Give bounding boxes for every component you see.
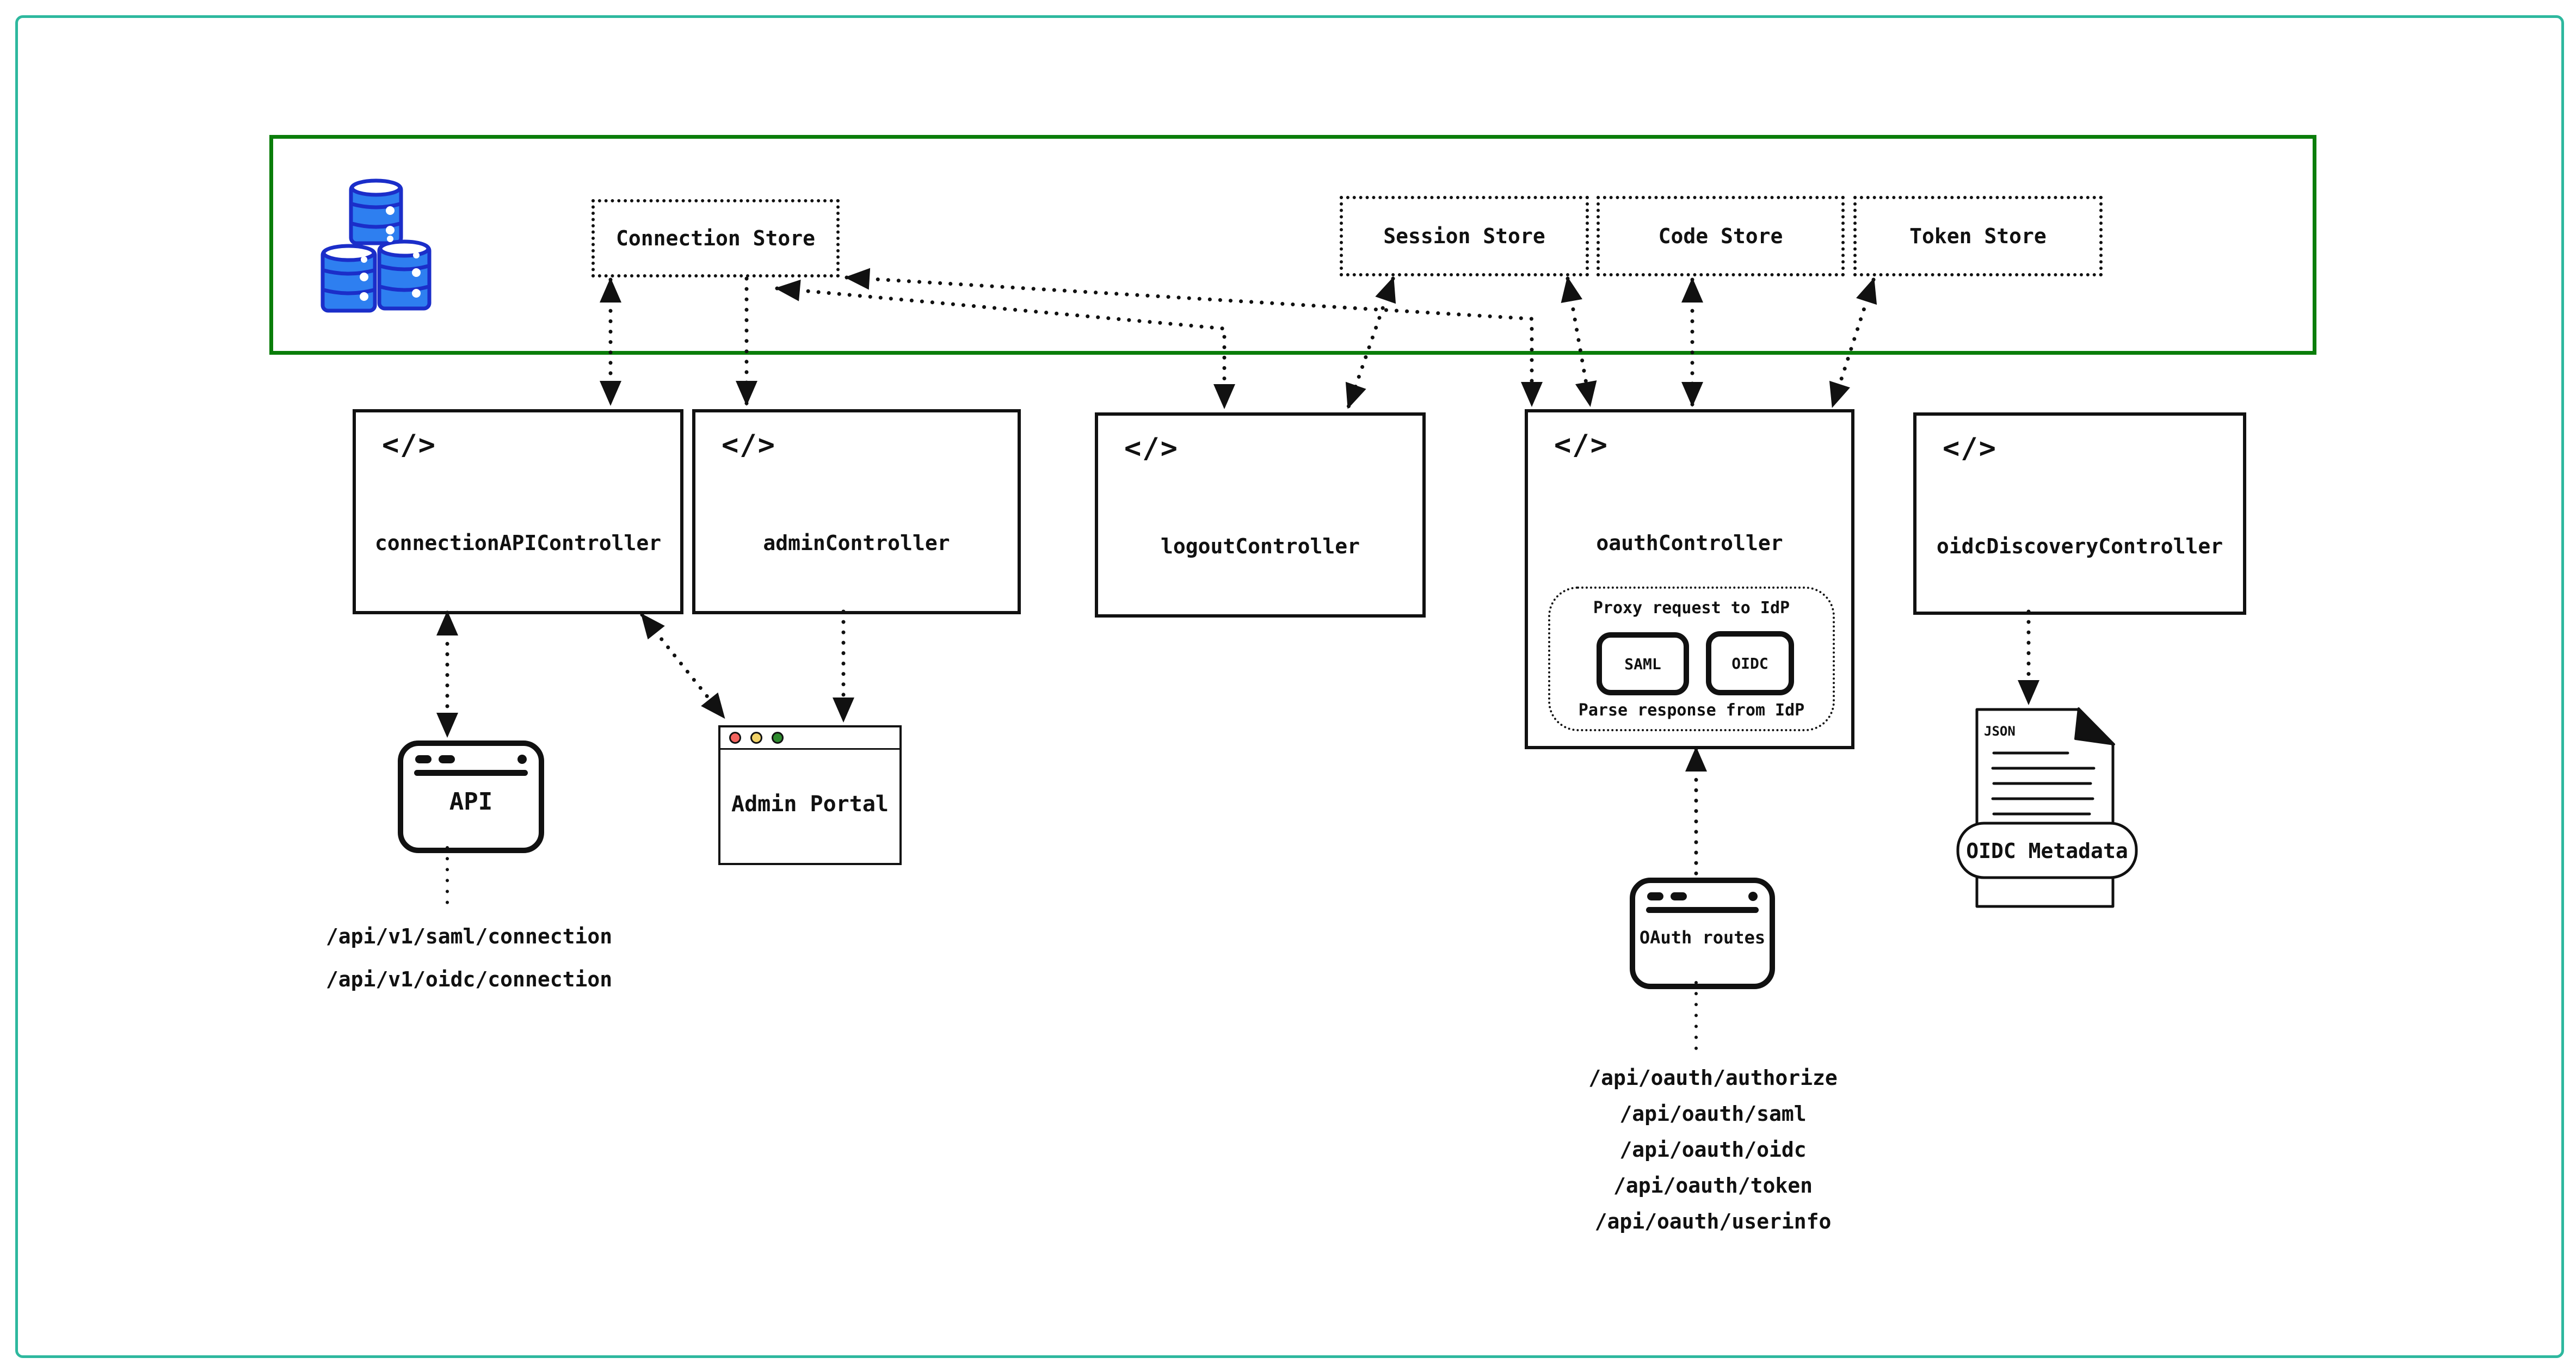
connection-api-endpoints: /api/v1/saml/connection /api/v1/oidc/con… bbox=[306, 915, 632, 1001]
controller-label: oidcDiscoveryController bbox=[1936, 534, 2223, 558]
endpoint-path: /api/oauth/userinfo bbox=[1594, 1209, 1832, 1233]
endpoint-path: /api/oauth/token bbox=[1613, 1174, 1813, 1198]
outer-frame bbox=[15, 15, 2564, 1358]
code-icon: </> bbox=[1554, 429, 1609, 461]
code-icon: </> bbox=[1124, 432, 1179, 465]
window-titlebar bbox=[720, 727, 899, 750]
browser-titlebar bbox=[1647, 892, 1758, 901]
close-icon bbox=[729, 732, 741, 744]
token-store-label: Token Store bbox=[1909, 224, 2047, 248]
endpoint-path: /api/oauth/saml bbox=[1619, 1102, 1807, 1126]
idp-proxy-box: Proxy request to IdP SAML OIDC Parse res… bbox=[1548, 587, 1835, 731]
code-icon: </> bbox=[1943, 432, 1997, 465]
oidc-label: OIDC bbox=[1731, 654, 1768, 672]
code-icon: </> bbox=[722, 429, 776, 461]
admin-portal-window: Admin Portal bbox=[718, 725, 902, 865]
endpoint-path: /api/oauth/authorize bbox=[1588, 1066, 1838, 1090]
parse-response-label: Parse response from IdP bbox=[1578, 701, 1805, 720]
controller-label: adminController bbox=[763, 531, 950, 555]
browser-toolbar bbox=[1646, 907, 1759, 913]
titlebar-dot-icon bbox=[1748, 892, 1758, 901]
oauth-controller: </> oauthController Proxy request to IdP… bbox=[1525, 409, 1854, 749]
titlebar-pill-icon bbox=[439, 755, 455, 763]
oidc-discovery-controller: </> oidcDiscoveryController bbox=[1913, 412, 2246, 615]
token-store: Token Store bbox=[1853, 196, 2103, 276]
maximize-icon bbox=[772, 732, 784, 744]
connection-store: Connection Store bbox=[591, 199, 840, 277]
admin-controller: </> adminController bbox=[692, 409, 1021, 614]
database-icon bbox=[321, 178, 432, 313]
code-store-label: Code Store bbox=[1658, 224, 1783, 248]
code-store: Code Store bbox=[1597, 196, 1845, 276]
browser-toolbar bbox=[414, 770, 528, 776]
saml-label: SAML bbox=[1624, 655, 1661, 673]
titlebar-pill-icon bbox=[1671, 892, 1687, 900]
json-file-type-label: JSON bbox=[1984, 724, 2016, 739]
controller-label: connectionAPIController bbox=[374, 531, 662, 555]
oidc-metadata-label: OIDC Metadata bbox=[1966, 839, 2128, 863]
endpoint-path: /api/v1/saml/connection bbox=[325, 924, 613, 948]
endpoint-path: /api/v1/oidc/connection bbox=[325, 967, 613, 991]
connection-store-label: Connection Store bbox=[615, 226, 816, 250]
controller-label: logoutController bbox=[1160, 534, 1360, 558]
session-store-label: Session Store bbox=[1383, 224, 1545, 248]
json-document-icon: JSON OIDC Metadata bbox=[1956, 707, 2138, 908]
oauth-endpoints: /api/oauth/authorize /api/oauth/saml /ap… bbox=[1550, 1060, 1876, 1239]
api-label: API bbox=[449, 788, 493, 816]
oauth-routes-label: OAuth routes bbox=[1639, 927, 1766, 948]
titlebar-pill-icon bbox=[415, 755, 432, 763]
endpoint-path: /api/oauth/oidc bbox=[1619, 1138, 1807, 1162]
minimize-icon bbox=[750, 732, 762, 744]
proxy-request-label: Proxy request to IdP bbox=[1593, 598, 1790, 618]
titlebar-dot-icon bbox=[517, 755, 527, 764]
admin-portal-label: Admin Portal bbox=[731, 792, 889, 817]
api-client-icon: API bbox=[398, 740, 544, 853]
logout-controller: </> logoutController bbox=[1095, 412, 1426, 618]
controller-label: oauthController bbox=[1596, 531, 1783, 555]
titlebar-pill-icon bbox=[1647, 892, 1663, 900]
session-store: Session Store bbox=[1340, 196, 1589, 276]
browser-titlebar bbox=[415, 755, 527, 764]
saml-chip: SAML bbox=[1597, 632, 1689, 695]
code-icon: </> bbox=[382, 429, 436, 461]
connection-api-controller: </> connectionAPIController bbox=[353, 409, 683, 614]
oidc-chip: OIDC bbox=[1706, 631, 1794, 695]
oauth-routes-icon: OAuth routes bbox=[1630, 878, 1775, 989]
